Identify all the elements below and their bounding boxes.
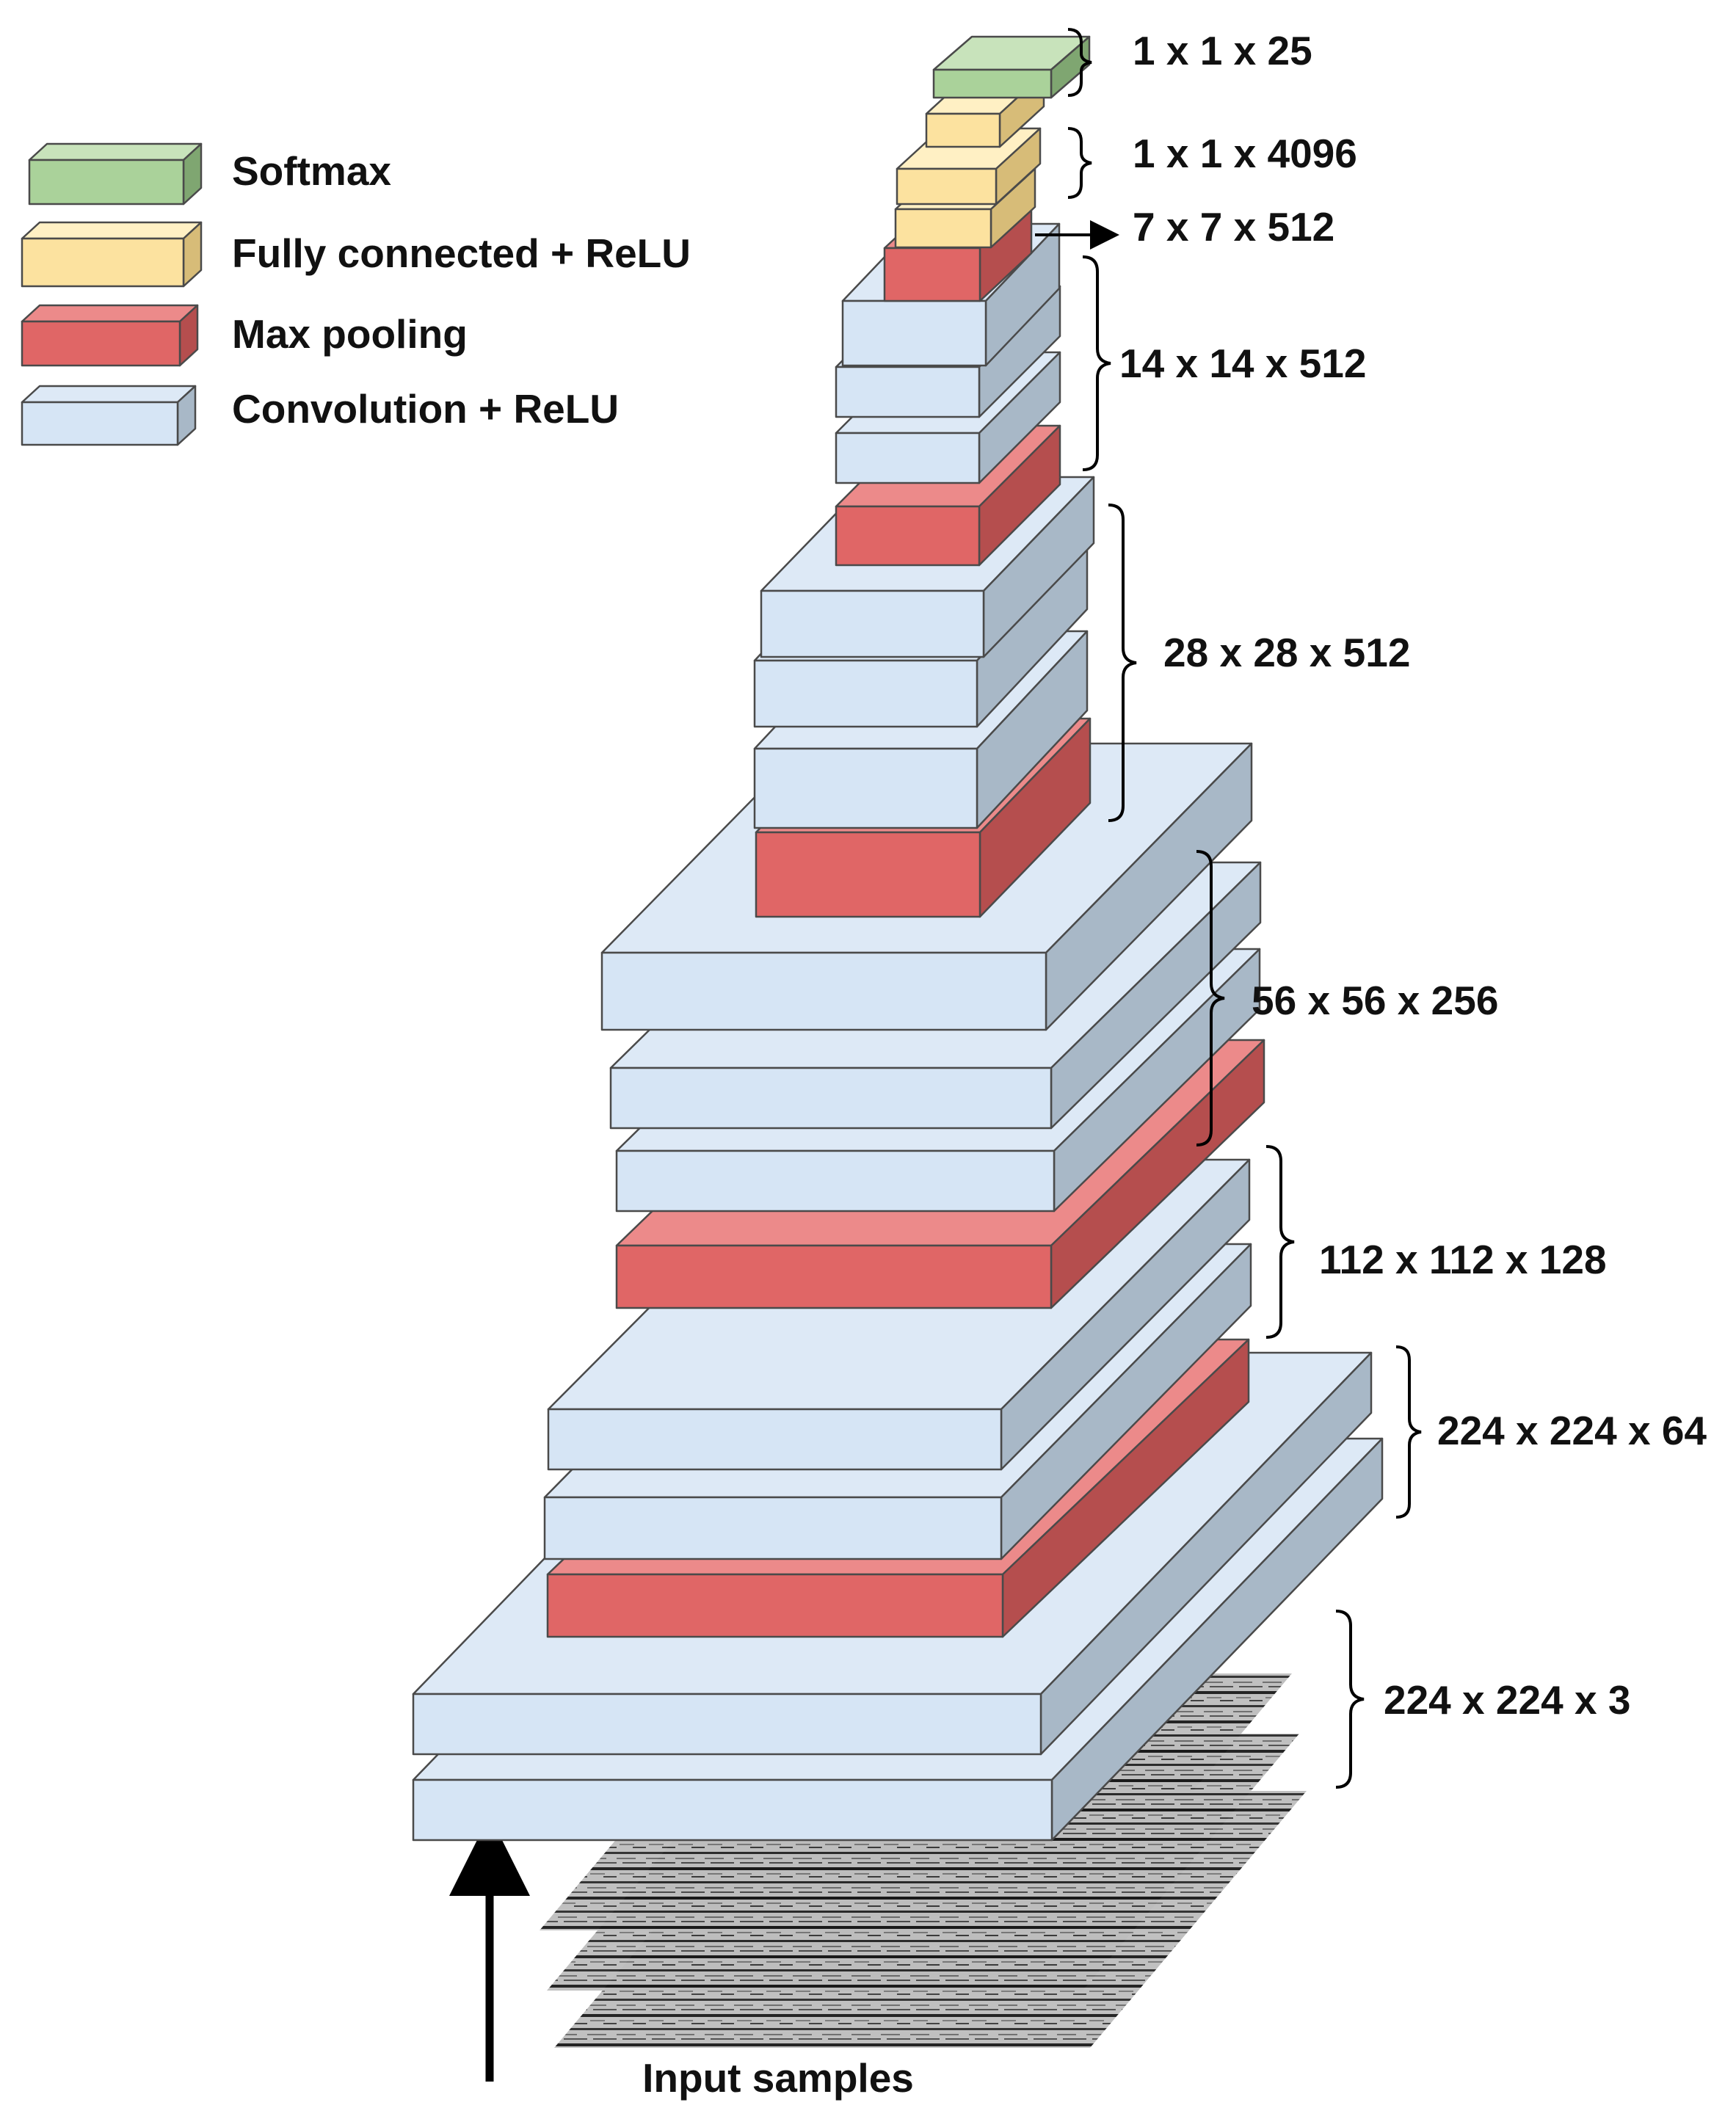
legend-box-conv (21, 385, 197, 446)
layer-21-fc-front (925, 112, 1001, 148)
layer-4-conv-front (543, 1496, 1003, 1560)
legend-label-pool: Max pooling (232, 311, 468, 357)
label-1x1x25: 1 x 1 x 25 (1133, 28, 1312, 73)
legend-box-softmax (28, 142, 203, 206)
brace-112x112x128 (1265, 1145, 1295, 1339)
label-1x1x4096: 1 x 1 x 4096 (1133, 131, 1357, 176)
legend-box-softmax-top (28, 142, 203, 161)
layer-3-pool-front (546, 1573, 1004, 1638)
layer-20-fc-front (896, 167, 998, 206)
brace-224x224x64 (1395, 1345, 1422, 1519)
layer-2-conv-front (412, 1693, 1042, 1756)
legend-box-fc-front (21, 237, 185, 288)
brace-1x1x4096 (1067, 127, 1092, 199)
layer-7-conv-front (615, 1149, 1056, 1213)
layer-15-conv-front (835, 432, 981, 484)
brace-1x1x25 (1067, 28, 1092, 97)
layer-1-conv-front (412, 1778, 1053, 1842)
brace-56x56x256 (1196, 850, 1225, 1146)
legend-swatch-softmax (28, 142, 203, 206)
legend-fc: Fully connected + ReLU (21, 221, 691, 288)
label-224x224x3: 224 x 224 x 3 (1384, 1677, 1630, 1723)
legend-box-fc-top (21, 221, 203, 240)
legend: Softmax Fully connected + ReLU Max pooli… (21, 142, 691, 446)
layer-10-pool-front (755, 831, 981, 918)
legend-conv: Convolution + ReLU (21, 385, 619, 446)
legend-pool: Max pooling (21, 304, 468, 367)
layer-5-conv-front (547, 1408, 1003, 1471)
legend-box-conv-top (21, 385, 197, 404)
layer-18-pool-front (883, 247, 981, 302)
layer-17-conv-front (841, 299, 987, 367)
layer-22-softmax-front (932, 68, 1053, 99)
legend-box-pool-front (21, 320, 181, 367)
label-28x28x512: 28 x 28 x 512 (1163, 630, 1410, 675)
legend-label-softmax: Softmax (232, 148, 391, 194)
layer-11-conv-front (753, 747, 978, 829)
brace-224x224x3 (1335, 1610, 1365, 1789)
label-14x14x512: 14 x 14 x 512 (1119, 341, 1366, 386)
layer-22-softmax (932, 35, 1091, 99)
layer-9-conv-front (600, 951, 1047, 1031)
legend-swatch-pool (21, 304, 199, 367)
input-caption: Input samples (642, 2055, 914, 2101)
legend-box-conv-front (21, 401, 179, 446)
layer-stack (412, 35, 1384, 1842)
layer-13-conv-front (760, 589, 985, 658)
legend-swatch-fc (21, 221, 203, 288)
legend-box-pool (21, 304, 199, 367)
legend-label-conv: Convolution + ReLU (232, 386, 619, 432)
legend-box-softmax-front (28, 159, 185, 206)
label-7x7x512: 7 x 7 x 512 (1133, 204, 1334, 250)
brace-28x28x512 (1108, 504, 1137, 822)
layer-14-pool-front (835, 505, 981, 567)
legend-box-fc (21, 221, 203, 288)
layer-19-fc-front (894, 208, 992, 249)
legend-softmax: Softmax (28, 142, 391, 206)
layer-6-pool-front (615, 1244, 1053, 1309)
legend-swatch-conv (21, 385, 197, 446)
brace-14x14x512 (1082, 255, 1111, 471)
label-56x56x256: 56 x 56 x 256 (1252, 978, 1498, 1023)
label-112x112x128: 112 x 112 x 128 (1319, 1237, 1607, 1282)
layer-16-conv-front (835, 366, 981, 418)
layer-12-conv-front (753, 659, 978, 728)
layer-8-conv-front (609, 1066, 1053, 1130)
label-224x224x64: 224 x 224 x 64 (1437, 1408, 1707, 1453)
legend-box-pool-top (21, 304, 199, 323)
dimension-annotations: 1 x 1 x 25 1 x 1 x 4096 7 x 7 x 512 14 x… (1035, 28, 1707, 1789)
legend-label-fc: Fully connected + ReLU (232, 230, 691, 276)
